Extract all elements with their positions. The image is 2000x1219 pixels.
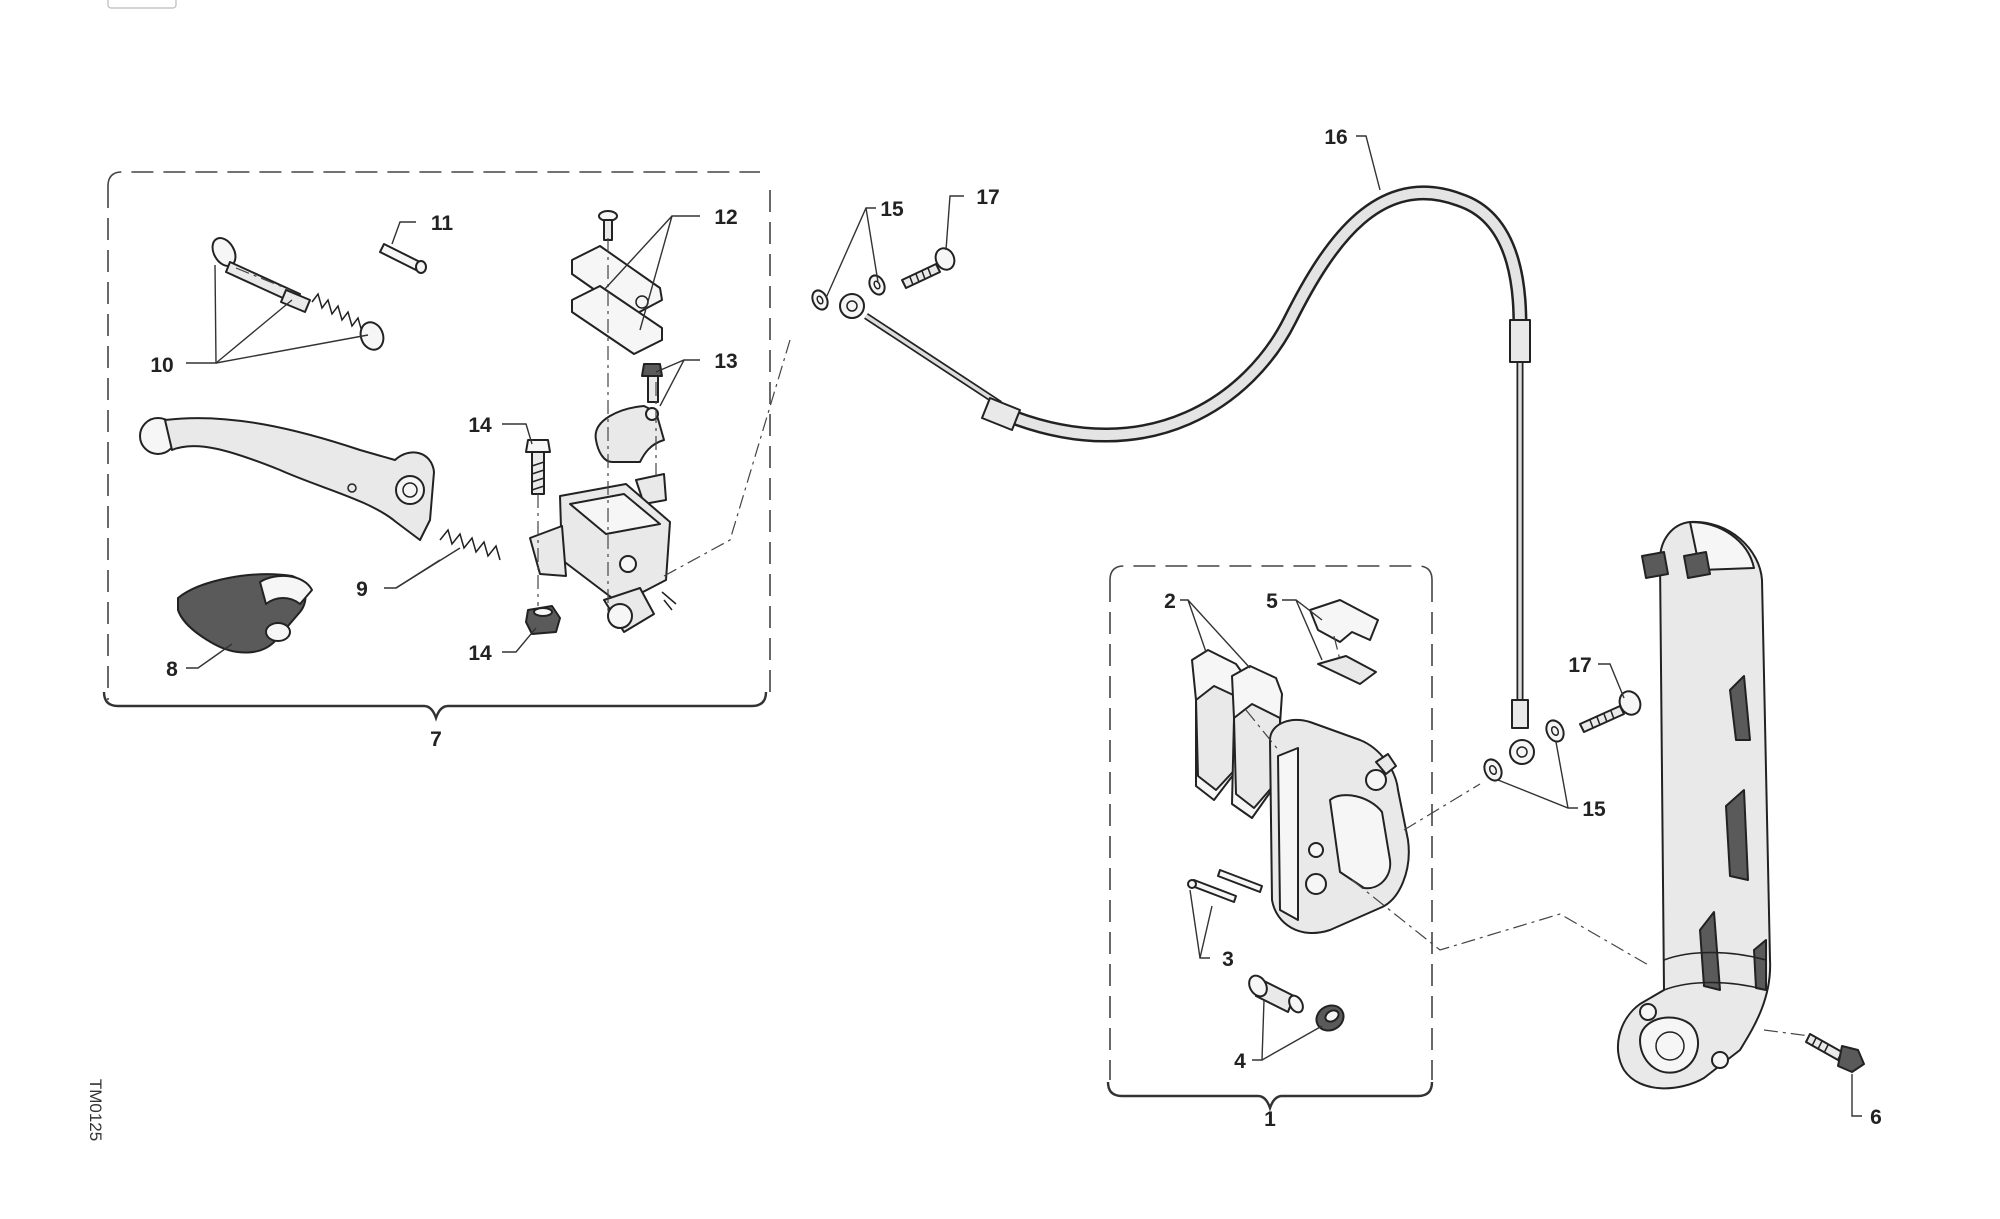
part-fork-bolt bbox=[1805, 1033, 1865, 1073]
group-brace-1 bbox=[1106, 1081, 1434, 1112]
callout-labels: 10 11 12 13 14 14 9 8 7 15 17 16 2 5 17 … bbox=[150, 126, 1882, 1131]
part-banjo-bolt-lower bbox=[1579, 690, 1642, 733]
group-brace-7 bbox=[102, 691, 768, 722]
assembly-axes bbox=[235, 238, 1811, 1037]
part-washer-upper-2 bbox=[868, 274, 886, 296]
callout-16: 16 bbox=[1324, 126, 1347, 149]
callout-2: 2 bbox=[1164, 590, 1176, 613]
part-pad-pins bbox=[1187, 869, 1263, 903]
part-brake-lever bbox=[139, 417, 501, 561]
callout-9: 9 bbox=[356, 578, 368, 601]
callout-14-lower: 14 bbox=[468, 642, 492, 665]
callout-5: 5 bbox=[1266, 590, 1278, 613]
part-nut bbox=[525, 605, 561, 635]
callout-17-lower: 17 bbox=[1568, 654, 1591, 677]
part-handlebar-clamp bbox=[594, 405, 667, 505]
part-pin bbox=[379, 243, 427, 274]
part-clamp-bolt bbox=[641, 363, 663, 403]
part-washer-lower-1 bbox=[1483, 758, 1503, 782]
callout-17-upper: 17 bbox=[976, 186, 999, 209]
part-banjo-bolt-upper bbox=[901, 247, 956, 289]
part-fork-leg bbox=[1617, 520, 1772, 1090]
push-rod-spring bbox=[311, 292, 369, 334]
part-caliper-boot bbox=[1315, 1004, 1345, 1032]
callout-14-upper: 14 bbox=[468, 414, 492, 437]
callout-15-upper: 15 bbox=[880, 198, 904, 221]
part-brake-caliper bbox=[1269, 719, 1410, 935]
part-cap-screw bbox=[598, 210, 618, 241]
group-box-1 bbox=[1109, 565, 1433, 1080]
part-pad-spring bbox=[1309, 599, 1379, 685]
callout-15-lower: 15 bbox=[1582, 798, 1606, 821]
leader-lines bbox=[186, 135, 1862, 1117]
corner-tab bbox=[107, 0, 177, 9]
callout-3: 3 bbox=[1222, 948, 1234, 971]
reference-code: TM0125 bbox=[86, 1079, 105, 1141]
callout-6: 6 bbox=[1870, 1106, 1882, 1129]
part-washer-lower-2 bbox=[1545, 719, 1565, 743]
part-washer-upper-1 bbox=[811, 289, 829, 311]
callout-4: 4 bbox=[1234, 1050, 1246, 1073]
callout-11: 11 bbox=[431, 212, 454, 235]
callout-7: 7 bbox=[430, 728, 442, 751]
part-brake-hose bbox=[839, 185, 1535, 765]
group-box-7 bbox=[107, 171, 771, 700]
callout-1: 1 bbox=[1264, 1108, 1276, 1131]
part-caliper-pin bbox=[1248, 974, 1304, 1014]
callout-12: 12 bbox=[714, 206, 737, 229]
part-push-rod-kit bbox=[211, 237, 385, 351]
callout-8: 8 bbox=[166, 658, 178, 681]
part-long-bolt bbox=[525, 439, 551, 495]
part-brake-pads bbox=[1191, 649, 1283, 819]
callout-10: 10 bbox=[150, 354, 173, 377]
part-lever-protector bbox=[177, 573, 313, 654]
lever-spring bbox=[439, 528, 501, 561]
callout-13: 13 bbox=[714, 350, 737, 373]
part-master-cylinder bbox=[529, 483, 677, 633]
